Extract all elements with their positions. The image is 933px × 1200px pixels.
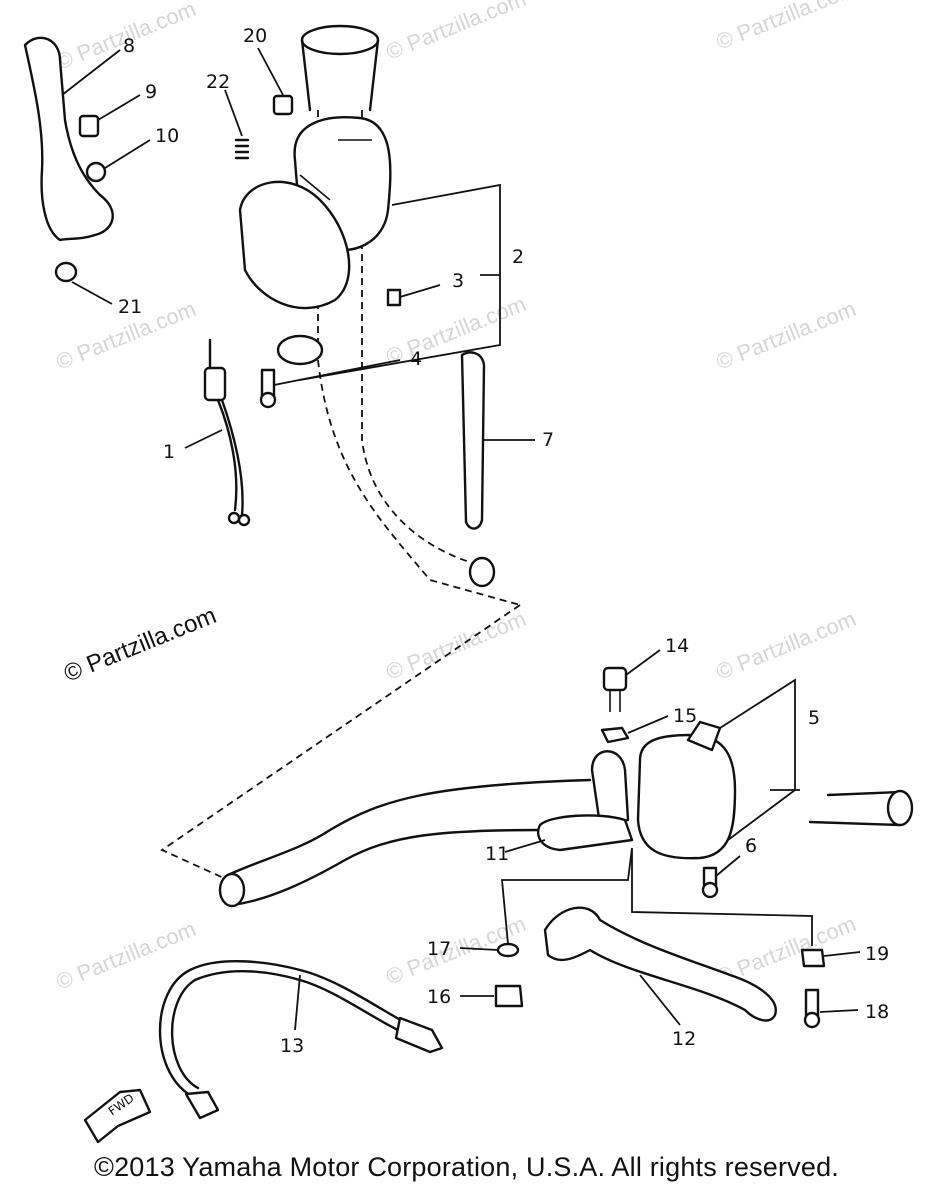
watermark: © Partzilla.com	[713, 0, 860, 55]
callout-14: 14	[665, 635, 689, 657]
nut-16	[494, 984, 524, 1008]
callout-5: 5	[808, 707, 820, 729]
spring-22	[234, 138, 250, 160]
handlebar-clamp	[238, 180, 351, 310]
callout-20: 20	[243, 25, 267, 47]
nut-19	[800, 948, 826, 968]
watermark: © Partzilla.com	[383, 606, 530, 685]
watermark: © Partzilla.com	[713, 606, 860, 685]
callout-1: 1	[163, 441, 175, 463]
washer-15	[600, 726, 630, 744]
switch-housing-5	[636, 733, 737, 860]
bolt-9	[78, 114, 100, 138]
callout-13: 13	[280, 1035, 304, 1057]
watermark: © Partzilla.com	[383, 291, 530, 370]
callout-8: 8	[123, 35, 135, 57]
washer-17	[496, 942, 520, 958]
grip-end	[300, 24, 380, 56]
callout-18: 18	[865, 1001, 889, 1023]
callout-3: 3	[452, 270, 464, 292]
grip-end	[886, 789, 914, 827]
callout-16: 16	[427, 986, 451, 1008]
callout-15: 15	[673, 705, 697, 727]
watermark: © Partzilla.com	[383, 0, 530, 65]
copyright-notice: ©2013 Yamaha Motor Corporation, U.S.A. A…	[93, 1152, 840, 1182]
left-handlebar-assembly	[23, 24, 535, 881]
forward-arrow	[83, 1088, 152, 1144]
switch-1	[203, 366, 227, 402]
cable-band	[460, 351, 486, 530]
collar-10	[85, 161, 107, 183]
callout-6: 6	[745, 835, 757, 857]
bolt-14	[602, 666, 628, 692]
callout-7: 7	[542, 429, 554, 451]
watermarks: © Partzilla.com © Partzilla.com © Partzi…	[53, 0, 860, 995]
brake-lever	[543, 906, 777, 1022]
callout-10: 10	[155, 125, 179, 147]
callout-11: 11	[485, 843, 509, 865]
callouts: 1 2 3 4 5 6 7 8 9 10 11 12 13 14 15 16 1…	[118, 25, 889, 1057]
watermark: © Partzilla.com	[713, 296, 860, 375]
bolt-20	[272, 94, 294, 116]
callout-2: 2	[512, 246, 524, 268]
callout-22: 22	[206, 71, 230, 93]
screw-3	[386, 288, 402, 307]
cable-end	[394, 1016, 444, 1054]
callout-19: 19	[865, 943, 889, 965]
callout-21: 21	[118, 296, 142, 318]
watermark-main: © Partzilla.com	[60, 602, 220, 688]
lever-holder	[590, 750, 630, 827]
bar-end-ring	[276, 334, 324, 366]
part-21	[54, 261, 78, 283]
clutch-lever	[23, 36, 114, 242]
watermark: © Partzilla.com	[53, 916, 200, 995]
callout-17: 17	[427, 938, 451, 960]
callout-12: 12	[672, 1028, 696, 1050]
callout-9: 9	[145, 81, 157, 103]
callout-4: 4	[410, 348, 422, 370]
right-lever-assembly: FWD	[83, 649, 914, 1144]
